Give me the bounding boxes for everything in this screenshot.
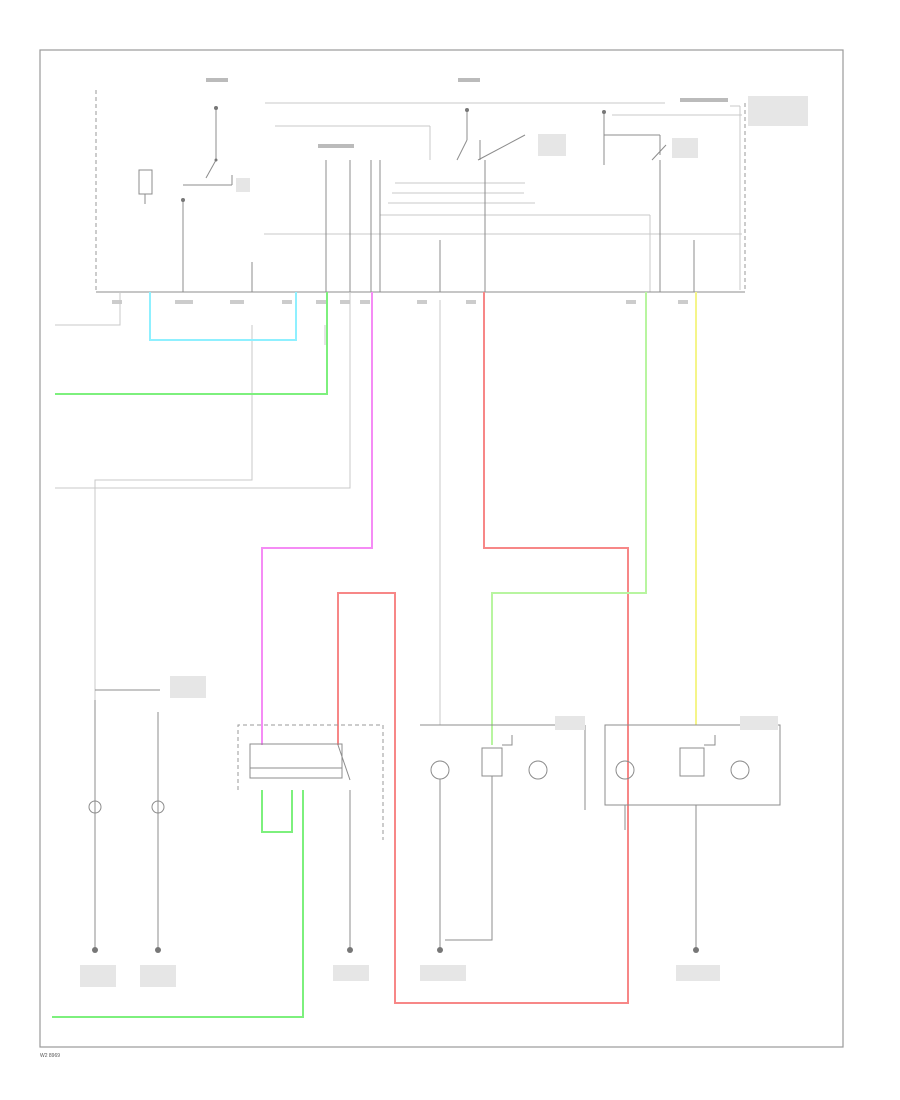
green-jumper <box>261 790 293 833</box>
figure-id: W2 8969 <box>40 1053 60 1059</box>
green-wire-upper <box>55 292 328 395</box>
green-wire-lower <box>52 790 304 1018</box>
connector-row <box>96 291 745 304</box>
pink-wire <box>261 292 373 745</box>
diagram-frame <box>39 49 844 1048</box>
red-wire <box>337 292 629 1004</box>
left-lamps <box>80 676 206 987</box>
light-blue-wire <box>149 292 297 341</box>
right-lamp-assembly <box>420 716 586 981</box>
control-unit <box>95 78 808 293</box>
gray-wires <box>55 292 441 725</box>
light-green-wire <box>491 292 647 745</box>
switch-assembly <box>237 724 384 981</box>
far-right-lamp-assembly <box>604 716 781 981</box>
